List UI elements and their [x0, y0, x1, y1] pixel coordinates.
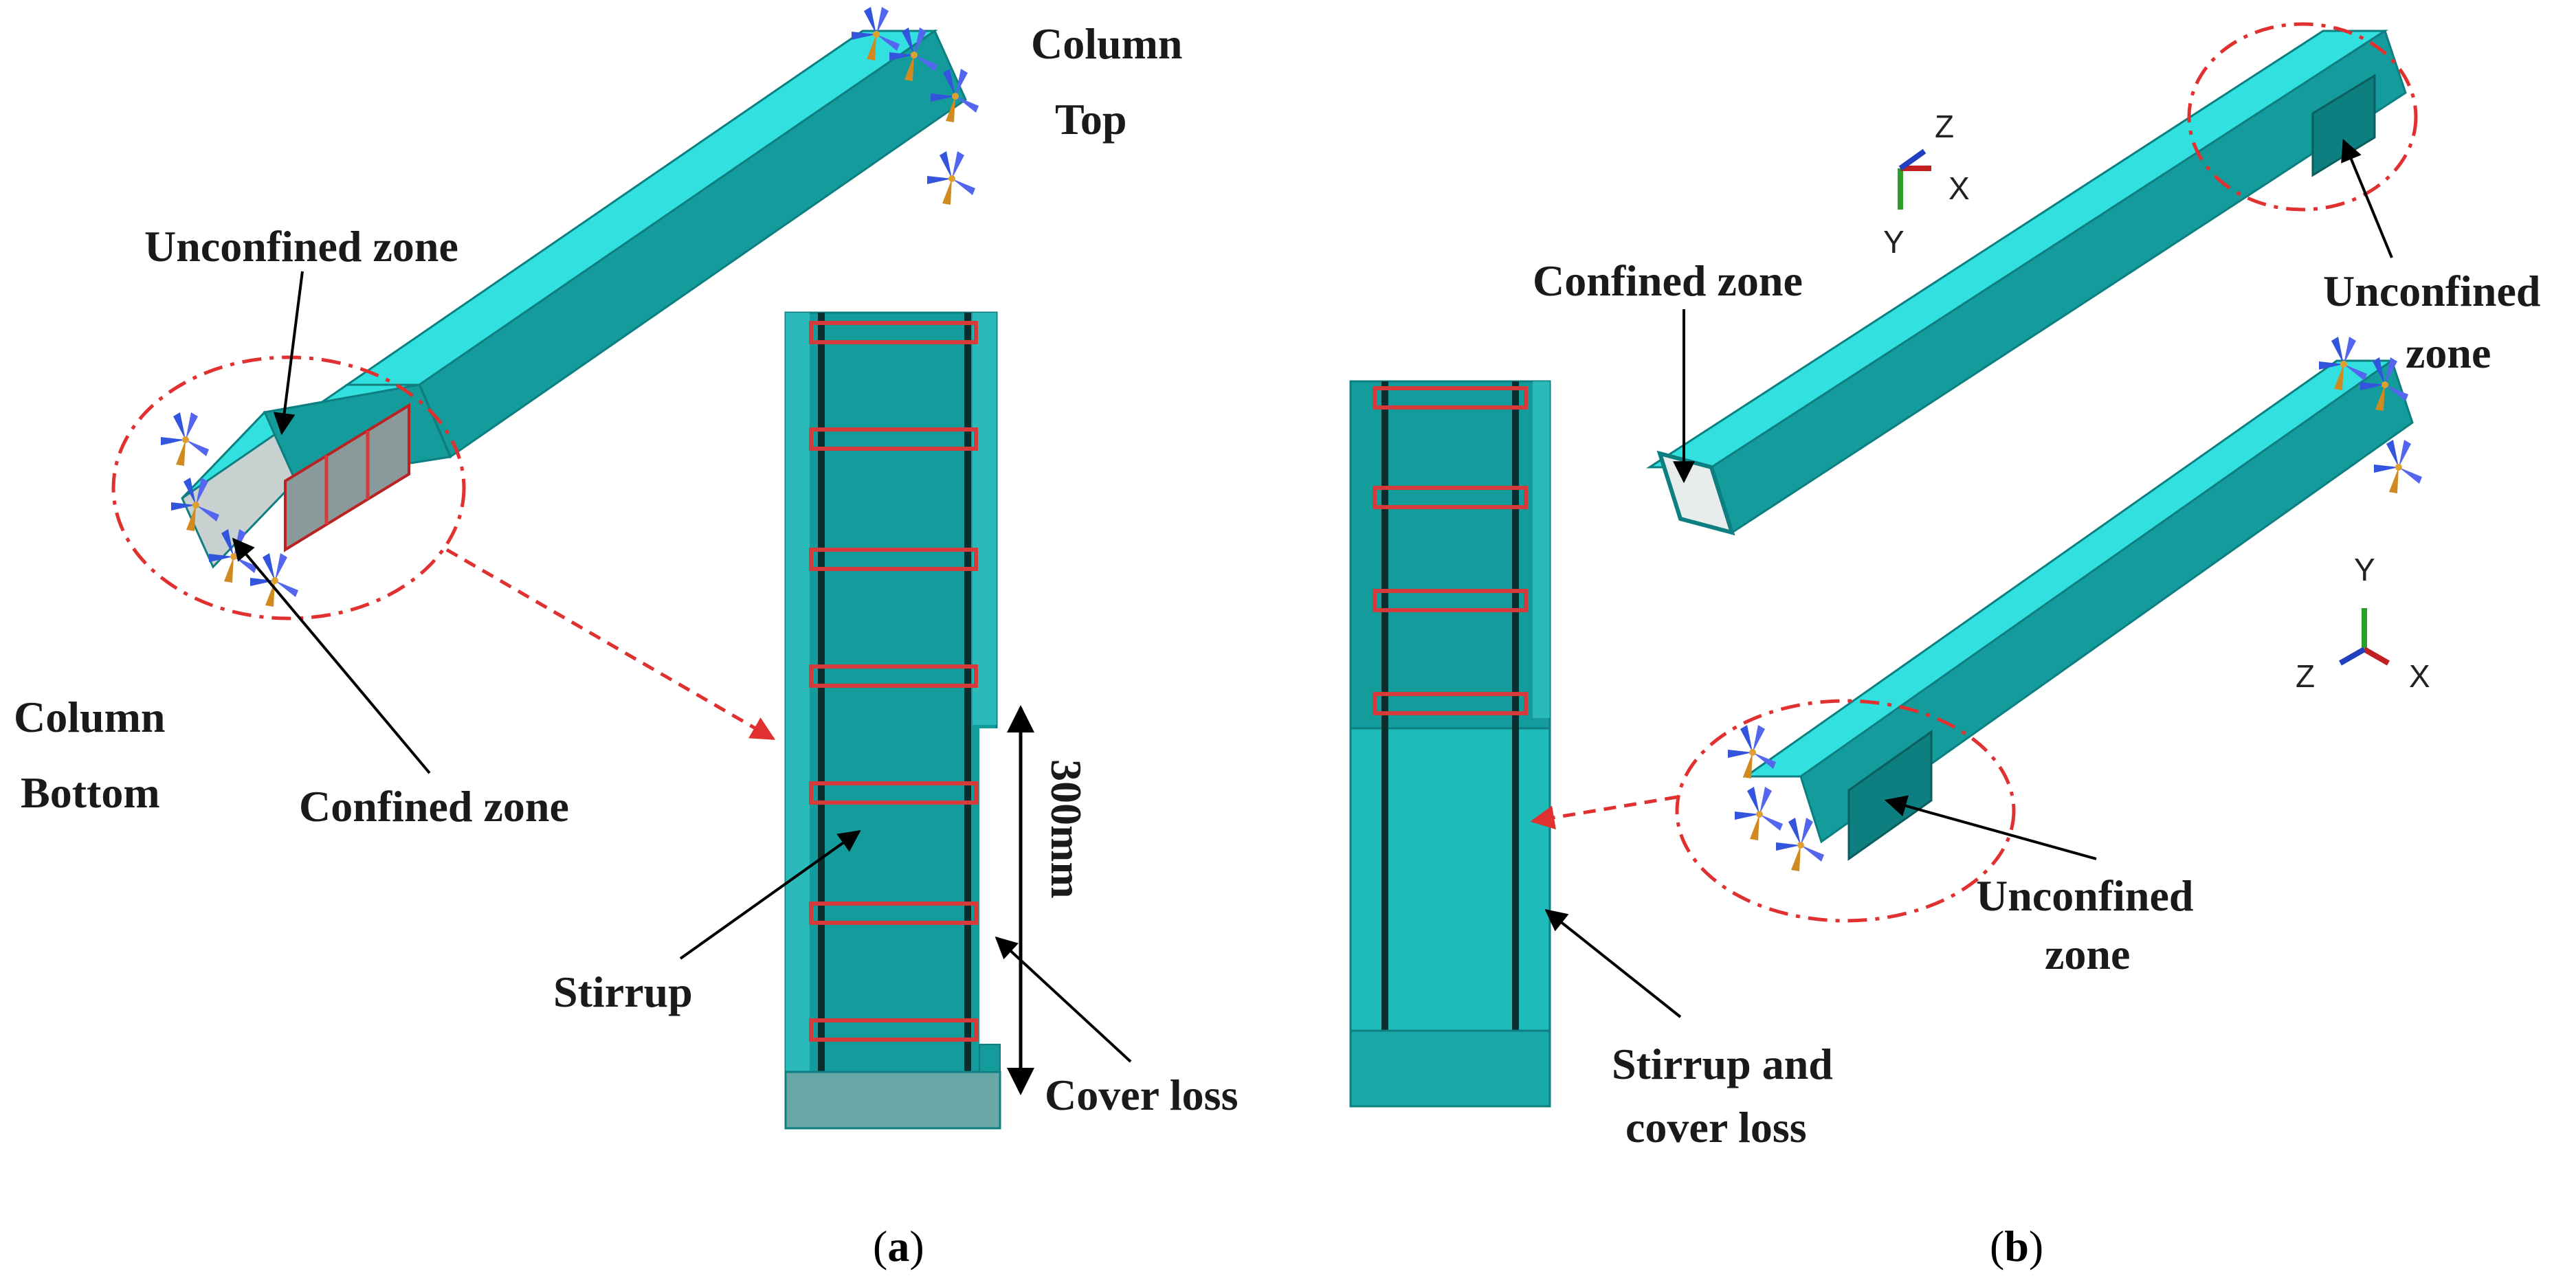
confined-zone-label-b: Confined zone: [1533, 256, 1803, 305]
zoom-circle-a: [111, 355, 466, 620]
stirrup-arrow: [679, 830, 861, 960]
unconfined-zone-top-label-2: zone: [2406, 328, 2491, 377]
zoom-circle-b-top: [2187, 22, 2418, 212]
stirrup-cover-loss-arrow: [1544, 909, 1682, 1018]
caption-b: (b): [1990, 1222, 2043, 1271]
unconfined-zone-bottom-label-1: Unconfined: [1976, 871, 2194, 920]
column-3d-a: [161, 7, 979, 607]
stirrup-cover-loss-label-2: cover loss: [1625, 1103, 1807, 1152]
svg-text:Z: Z: [1935, 109, 1954, 144]
zoom-arrow-a: [445, 548, 776, 741]
column-top-label-2: Top: [1055, 95, 1126, 144]
dimension-label: 300mm: [1042, 759, 1091, 899]
column-3d-b-bottom: [1728, 337, 2422, 871]
panel-b: Z X Y Y Z X Confined zone Unconfined zon…: [1349, 22, 2541, 1271]
axis-triad-top: Z X Y: [1883, 109, 1970, 260]
unconfined-arrow-a: [273, 271, 304, 436]
column-bottom-label-2: Bottom: [21, 768, 160, 817]
svg-text:X: X: [2409, 658, 2430, 694]
axis-triad-bottom: Y Z X: [2296, 552, 2430, 694]
unconfined-zone-top-label-1: Unconfined: [2323, 267, 2541, 315]
svg-text:Z: Z: [2296, 658, 2315, 694]
zoom-circle-b-bottom: [1675, 699, 2016, 923]
elevation-a: [784, 311, 1003, 1130]
column-bottom-label-1: Column: [14, 693, 166, 741]
svg-text:Y: Y: [2354, 552, 2375, 587]
column-3d-b-top: [1645, 29, 2407, 536]
elevation-b: [1349, 380, 1551, 1108]
unconfined-arrow-b-bottom: [1884, 795, 2097, 860]
unconfined-zone-label-a: Unconfined zone: [144, 222, 458, 271]
caption-a: (a): [873, 1222, 924, 1271]
zoom-arrow-b: [1530, 795, 1678, 830]
svg-text:X: X: [1948, 170, 1970, 206]
cover-loss-arrow-a: [995, 936, 1132, 1063]
confined-zone-label-a: Confined zone: [299, 782, 569, 831]
unconfined-zone-bottom-label-2: zone: [2045, 930, 2130, 978]
column-top-label-1: Column: [1031, 19, 1183, 68]
unconfined-arrow-b-top: [2341, 139, 2393, 258]
confined-arrow-a: [232, 537, 431, 774]
svg-text:Y: Y: [1883, 224, 1905, 260]
panel-a: 300mm Column Top Unconfined zone Column …: [14, 7, 1238, 1271]
stirrup-cover-loss-label-1: Stirrup and: [1612, 1040, 1833, 1088]
cover-loss-label-a: Cover loss: [1045, 1071, 1238, 1119]
stirrup-label: Stirrup: [553, 967, 693, 1016]
